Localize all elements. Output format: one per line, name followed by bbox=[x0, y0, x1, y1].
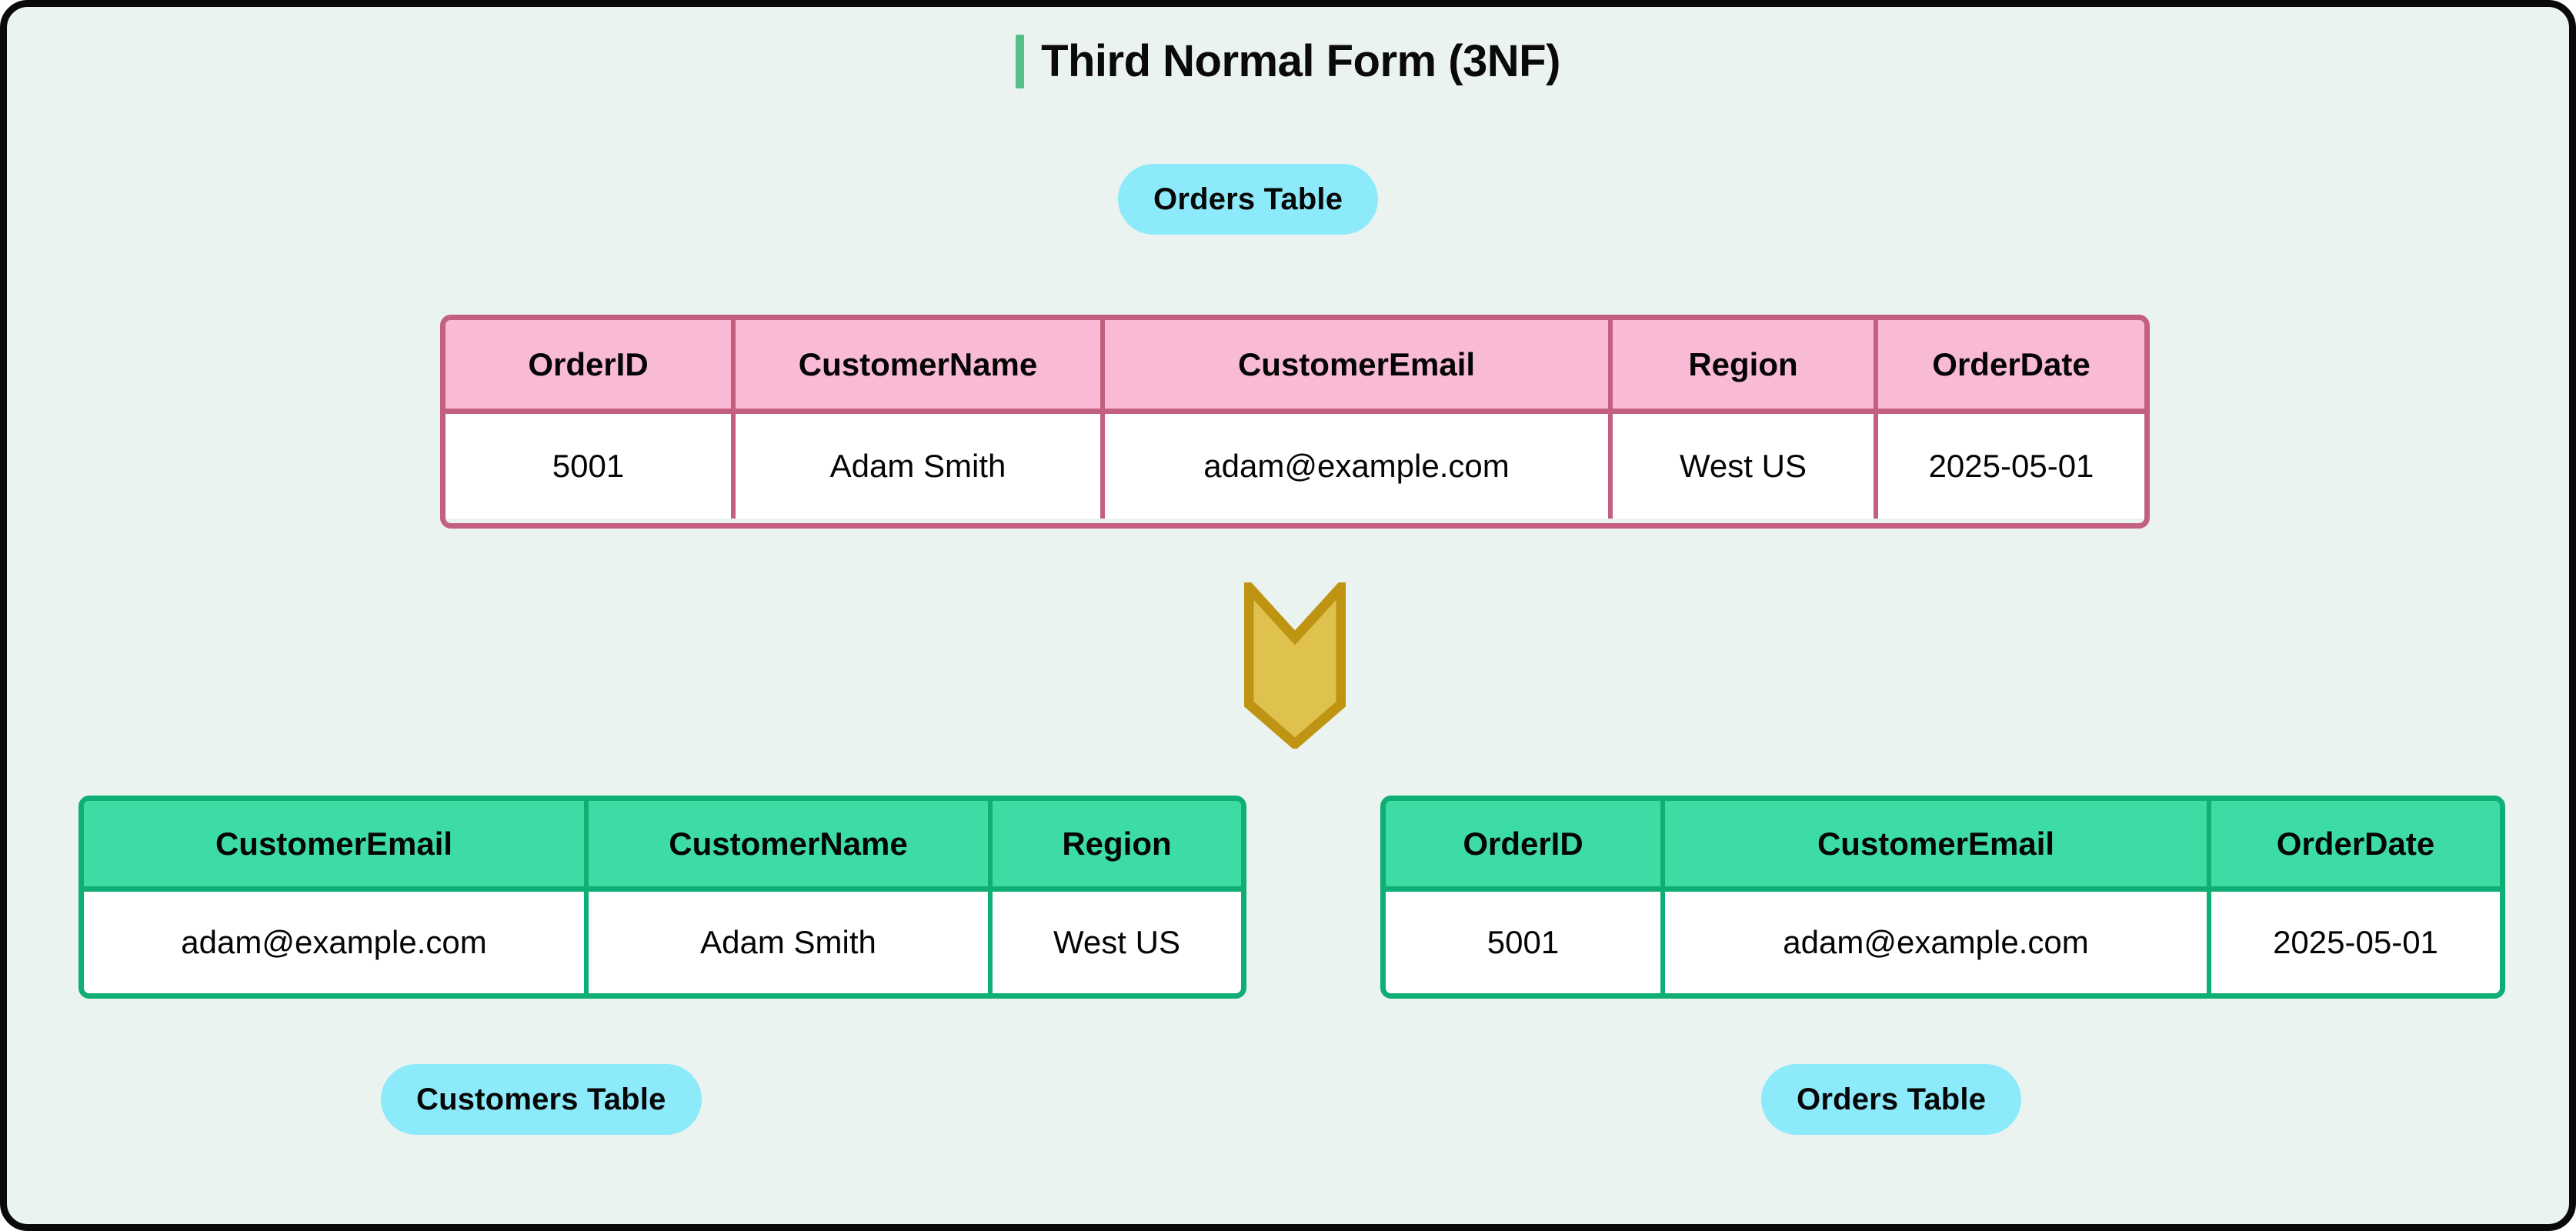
badge-customers-table: Customers Table bbox=[381, 1064, 702, 1135]
table-row: 5001 Adam Smith adam@example.com West US… bbox=[445, 414, 2144, 519]
page-title: Third Normal Form (3NF) bbox=[7, 35, 2569, 88]
column-header-customeremail: CustomerEmail bbox=[84, 801, 589, 892]
cell-customeremail: adam@example.com bbox=[84, 892, 589, 993]
title-accent-bar bbox=[1016, 35, 1025, 88]
table-header-row: CustomerEmail CustomerName Region bbox=[84, 801, 1241, 892]
column-header-orderid: OrderID bbox=[445, 320, 736, 414]
column-header-orderdate: OrderDate bbox=[2211, 801, 2500, 892]
cell-customeremail: adam@example.com bbox=[1105, 414, 1613, 519]
cell-customername: Adam Smith bbox=[736, 414, 1105, 519]
table-header-row: OrderID CustomerName CustomerEmail Regio… bbox=[445, 320, 2144, 414]
column-header-customername: CustomerName bbox=[589, 801, 993, 892]
cell-orderdate: 2025-05-01 bbox=[1878, 414, 2144, 519]
column-header-orderdate: OrderDate bbox=[1878, 320, 2144, 414]
cell-customeremail: adam@example.com bbox=[1665, 892, 2211, 993]
orders-table-before: OrderID CustomerName CustomerEmail Regio… bbox=[440, 315, 2150, 529]
badge-orders-table-top: Orders Table bbox=[1118, 164, 1379, 235]
cell-customername: Adam Smith bbox=[589, 892, 993, 993]
arrow-down-icon bbox=[1243, 574, 1346, 751]
cell-region: West US bbox=[1613, 414, 1878, 519]
column-header-region: Region bbox=[1613, 320, 1878, 414]
table-header-row: OrderID CustomerEmail OrderDate bbox=[1386, 801, 2500, 892]
badge-orders-table-bottom: Orders Table bbox=[1761, 1064, 2022, 1135]
column-header-orderid: OrderID bbox=[1386, 801, 1665, 892]
column-header-customeremail: CustomerEmail bbox=[1665, 801, 2211, 892]
table-row: 5001 adam@example.com 2025-05-01 bbox=[1386, 892, 2500, 993]
cell-region: West US bbox=[993, 892, 1241, 993]
orders-table-after: OrderID CustomerEmail OrderDate 5001 ada… bbox=[1380, 796, 2505, 999]
cell-orderdate: 2025-05-01 bbox=[2211, 892, 2500, 993]
column-header-customername: CustomerName bbox=[736, 320, 1105, 414]
customers-table-after: CustomerEmail CustomerName Region adam@e… bbox=[78, 796, 1246, 999]
table-row: adam@example.com Adam Smith West US bbox=[84, 892, 1241, 993]
column-header-customeremail: CustomerEmail bbox=[1105, 320, 1613, 414]
column-header-region: Region bbox=[993, 801, 1241, 892]
cell-orderid: 5001 bbox=[1386, 892, 1665, 993]
page-title-text: Third Normal Form (3NF) bbox=[1041, 36, 1560, 86]
cell-orderid: 5001 bbox=[445, 414, 736, 519]
